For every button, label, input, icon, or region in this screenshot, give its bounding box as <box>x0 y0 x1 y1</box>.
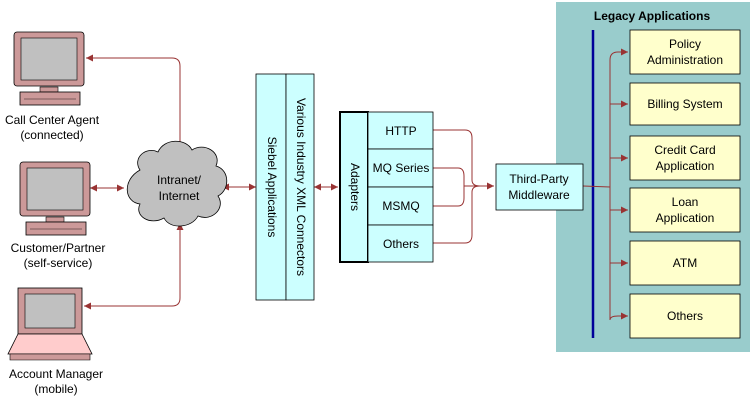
customer-computer-icon <box>19 161 91 236</box>
adapter-http <box>367 111 434 150</box>
cloud-label: Intranet/ <box>157 173 202 187</box>
legacy-app-label: Billing System <box>647 97 722 111</box>
middleware-box: Third-Party Middleware <box>495 163 584 211</box>
adapter-label: Others <box>383 237 419 251</box>
legacy-app-atm: ATM <box>629 240 741 286</box>
legacy-app-label: Loan <box>672 195 699 209</box>
legacy-app-label: Application <box>656 159 715 173</box>
siebel-applications-label: Siebel Applications <box>265 137 279 238</box>
call-center-computer-icon <box>13 31 85 106</box>
legacy-title: Legacy Applications <box>594 9 711 23</box>
adapter-label: MQ Series <box>373 161 430 175</box>
customer-label: Customer/Partner <box>11 241 106 255</box>
legacy-app-label: Policy <box>669 37 701 51</box>
cloud-icon <box>126 140 228 227</box>
siebel-applications-box: Siebel Applications <box>255 73 287 301</box>
legacy-app-credit-card: Credit Card Application <box>629 135 741 181</box>
legacy-app-loan: Loan Application <box>629 187 741 233</box>
middleware-sublabel: Middleware <box>508 188 570 202</box>
adapters-group: Adapters HTTP MQ Series MSMQ Others <box>339 111 434 263</box>
adapter-msmq <box>367 186 434 226</box>
call-center-sublabel: (connected) <box>20 128 83 142</box>
legacy-app-label: Credit Card <box>654 143 715 157</box>
adapter-mq-series <box>367 148 434 188</box>
legacy-app-label: Application <box>656 211 715 225</box>
cloud-sublabel: Internet <box>159 189 200 203</box>
xml-connectors-label: Various Industry XML Connectors <box>294 98 308 276</box>
adapter-label: HTTP <box>385 124 416 138</box>
account-manager-sublabel: (mobile) <box>34 382 77 396</box>
legacy-app-others: Others <box>629 293 741 339</box>
xml-connectors-box: Various Industry XML Connectors <box>285 73 315 301</box>
account-manager-laptop-icon <box>7 287 93 361</box>
adapter-label: MSMQ <box>382 199 419 213</box>
adapters-label: Adapters <box>348 163 362 211</box>
customer-sublabel: (self-service) <box>24 256 93 270</box>
legacy-branches <box>609 48 628 321</box>
legacy-app-label: Others <box>667 309 703 323</box>
legacy-app-billing: Billing System <box>629 82 741 126</box>
legacy-app-policy: Policy Administration <box>629 29 741 75</box>
legacy-app-label: ATM <box>673 256 697 270</box>
middleware-label: Third-Party <box>509 172 568 186</box>
account-manager-label: Account Manager <box>9 367 103 381</box>
adapter-others <box>367 224 434 263</box>
legacy-app-label: Administration <box>647 53 723 67</box>
client-connectors <box>84 54 611 310</box>
call-center-label: Call Center Agent <box>5 113 100 127</box>
